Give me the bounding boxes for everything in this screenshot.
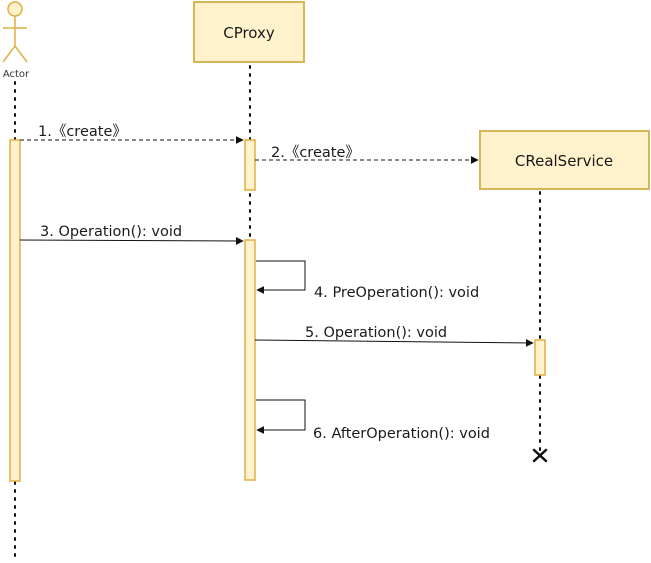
message-2-label: 2.《create》 bbox=[271, 144, 360, 161]
actor-label: Actor bbox=[3, 69, 30, 80]
real-service-activation-bar bbox=[534, 339, 546, 376]
message-4-label: 4. PreOperation(): void bbox=[314, 285, 479, 301]
proxy-participant[interactable]: CProxy bbox=[193, 1, 305, 63]
proxy-activation-bar-operation bbox=[244, 239, 256, 481]
message-1-label: 1.《create》 bbox=[38, 123, 127, 140]
destroy-x-icon bbox=[532, 448, 548, 463]
proxy-box bbox=[193, 1, 305, 63]
message-5-arrow bbox=[254, 338, 534, 347]
stick-figure-icon bbox=[2, 1, 28, 63]
actor-activation-bar bbox=[9, 139, 21, 482]
message-6-label: 6. AfterOperation(): void bbox=[313, 426, 490, 442]
message-6-arrow bbox=[256, 399, 306, 434]
message-4-arrow bbox=[256, 260, 306, 294]
message-3-arrow bbox=[19, 236, 244, 245]
real-service-box bbox=[479, 130, 650, 190]
proxy-label: CProxy bbox=[223, 24, 275, 42]
message-5-label: 5. Operation(): void bbox=[305, 325, 447, 341]
real-service-label: CRealService bbox=[515, 152, 613, 170]
real-service-participant[interactable]: CRealService bbox=[479, 130, 650, 190]
message-3-label: 3. Operation(): void bbox=[40, 224, 182, 240]
proxy-activation-bar-create bbox=[244, 139, 256, 191]
